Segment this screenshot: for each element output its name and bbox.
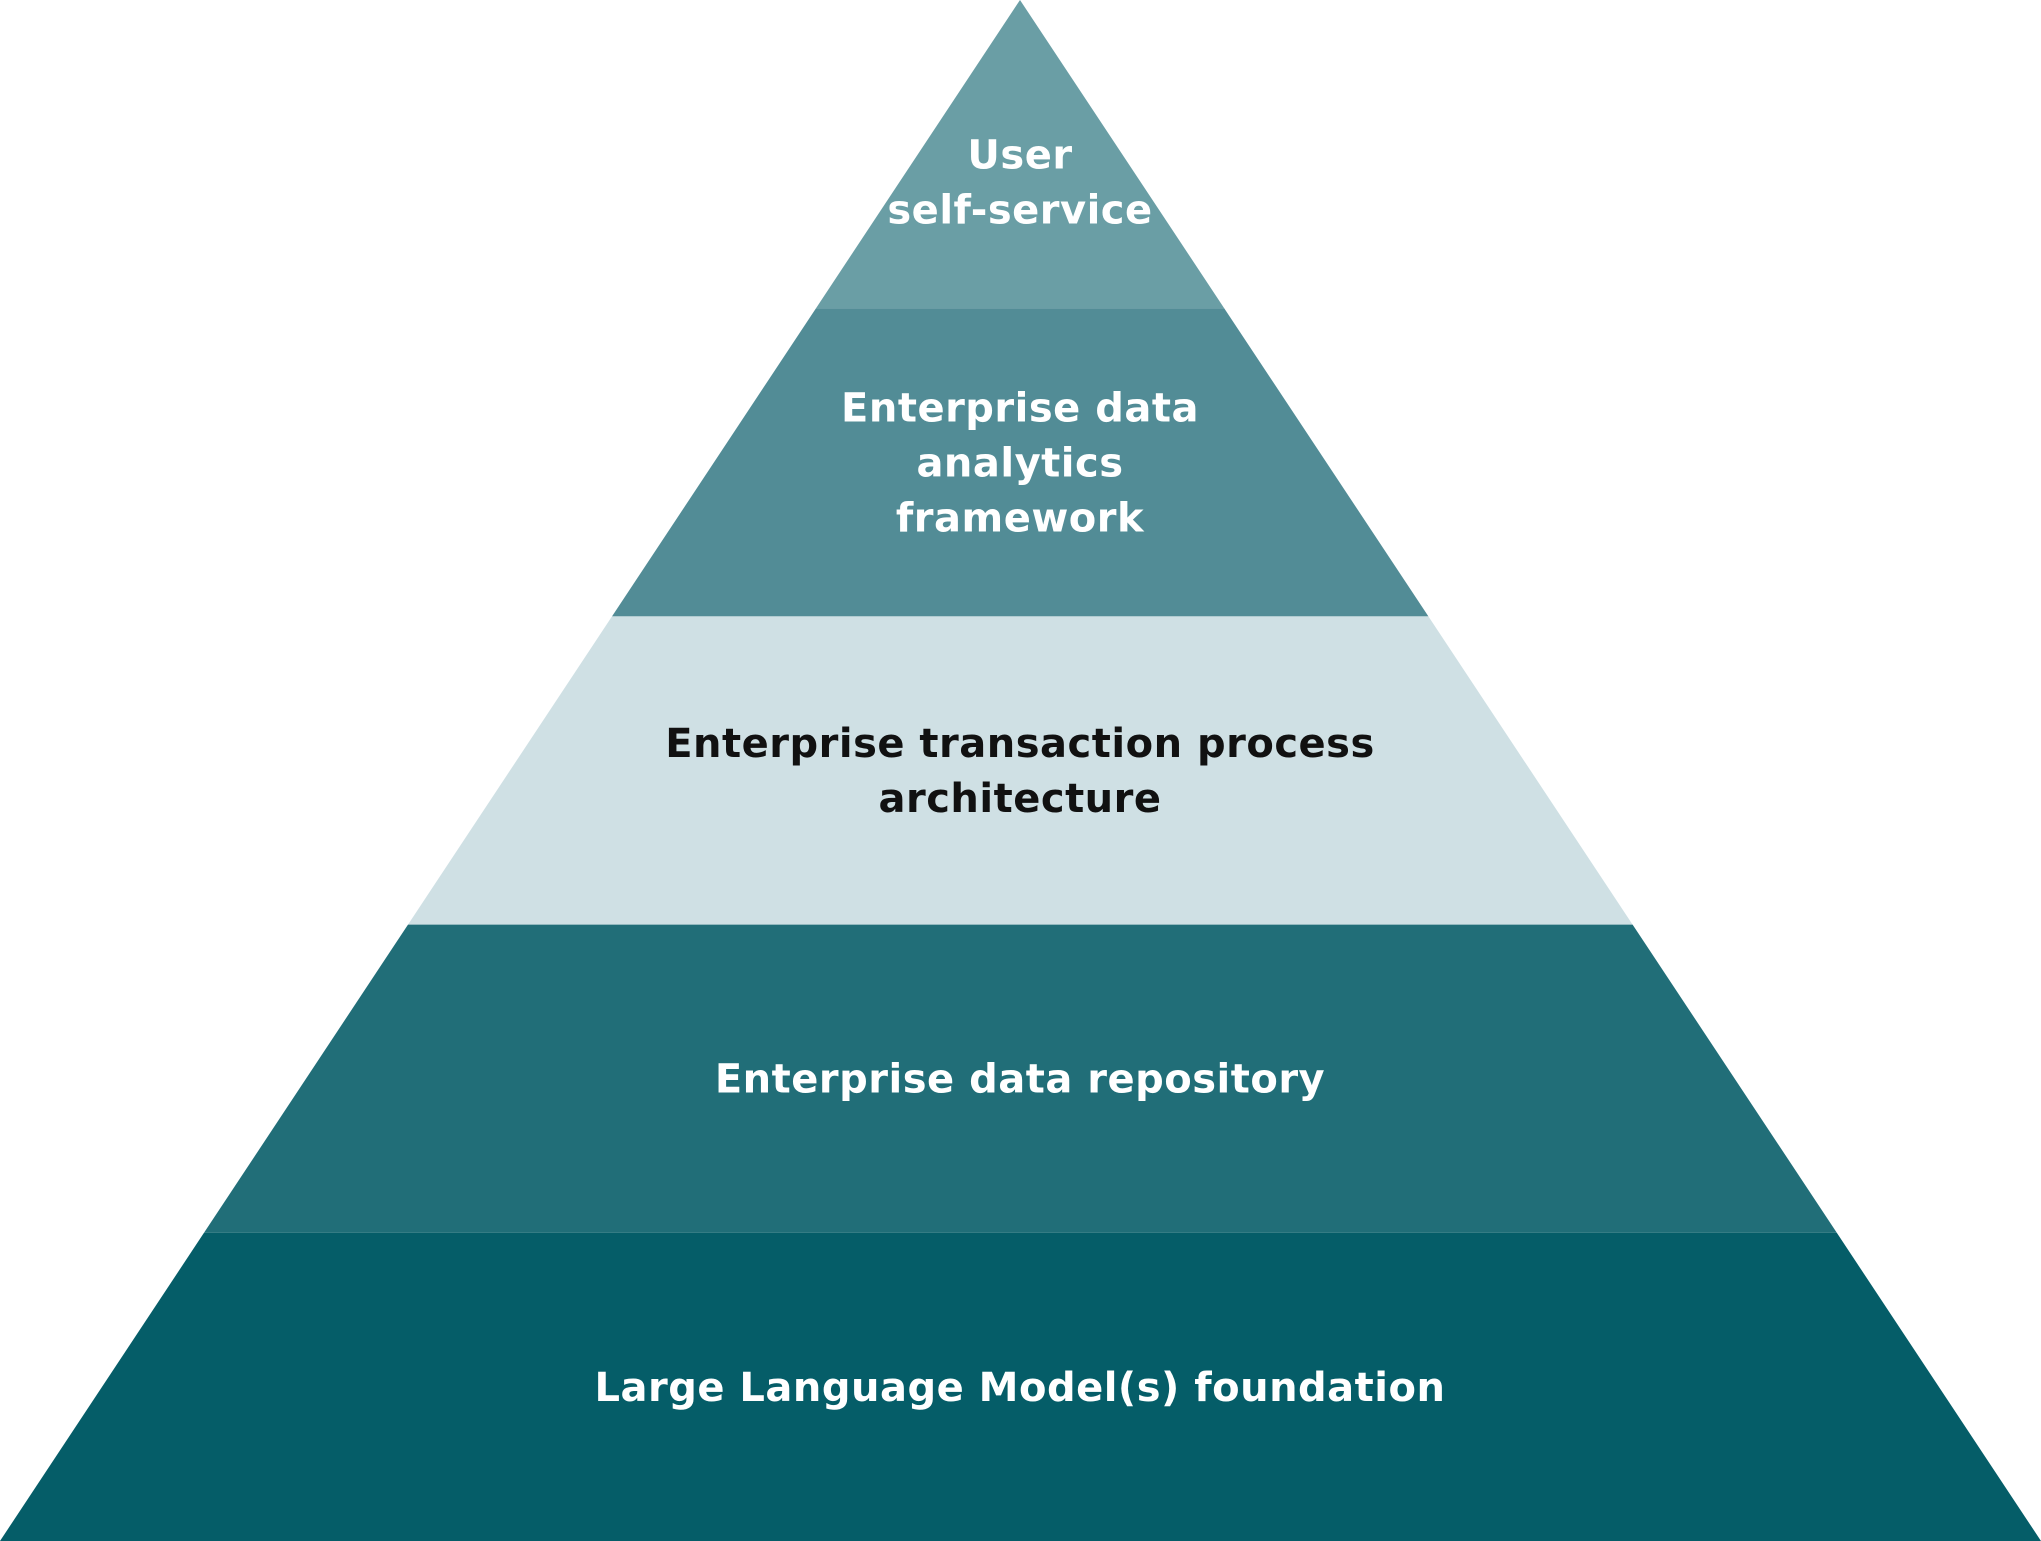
pyramid-layer-1-label: User self-service — [887, 133, 1152, 234]
pyramid-layer-5 — [0, 1232, 2041, 1541]
pyramid-layer-5-label: Large Language Model(s) foundation — [595, 1365, 1446, 1411]
pyramid-layer-3-label-line: Enterprise transaction process — [665, 721, 1375, 767]
pyramid-layer-2-label: Enterprise data analytics framework — [841, 385, 1199, 541]
pyramid-layer-3-label: Enterprise transaction process architectu… — [665, 721, 1375, 822]
pyramid-layer-4-label: Enterprise data repository — [715, 1057, 1325, 1103]
pyramid-layer-2 — [612, 308, 1429, 617]
pyramid-layer-2-label-line: framework — [896, 495, 1145, 541]
pyramid-layer-1 — [816, 0, 1225, 309]
pyramid-layer-3 — [408, 616, 1633, 925]
pyramid-layer-2-label-line: analytics — [916, 440, 1123, 486]
pyramid-layer-1-label-line: User — [967, 133, 1072, 179]
pyramid-layer-2-label-line: Enterprise data — [841, 385, 1199, 431]
pyramid-layer-3-label-line: architecture — [878, 776, 1161, 822]
pyramid-layer-1-label-line: self-service — [887, 188, 1152, 234]
pyramid-layer-5-label-line: Large Language Model(s) foundation — [595, 1365, 1446, 1411]
pyramid-layer-4 — [204, 924, 1837, 1233]
pyramid-layer-4-label-line: Enterprise data repository — [715, 1057, 1325, 1103]
